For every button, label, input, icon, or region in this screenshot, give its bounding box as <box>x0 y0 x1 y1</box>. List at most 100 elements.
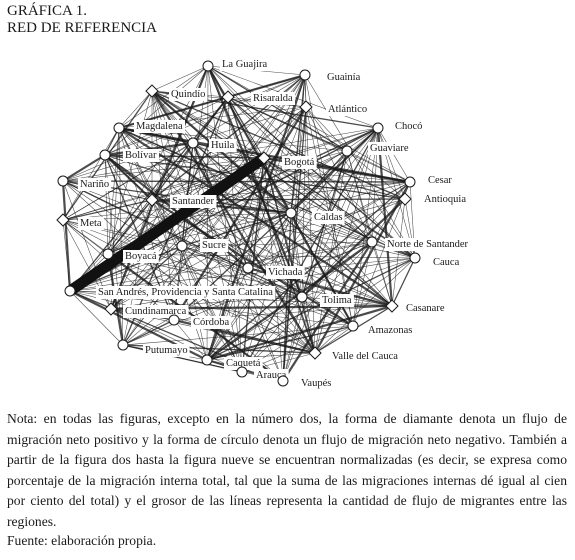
node-bogota: Bogotá <box>257 151 317 169</box>
circle-node-marker <box>242 262 254 274</box>
node-risaralda: Risaralda <box>221 90 295 105</box>
circle-node-marker <box>341 145 353 157</box>
circle-node-marker <box>176 240 188 252</box>
node-sucre: Sucre <box>176 239 229 252</box>
edge-quindio-magdalena <box>118 90 153 129</box>
edge-sucre-vichada <box>181 245 249 269</box>
edge-huila-cundinamarca <box>110 142 194 310</box>
diamond-node-marker <box>56 213 70 227</box>
figure-heading: GRÁFICA 1. RED DE REFERENCIA <box>7 3 157 37</box>
heavy-edge-bogota-san-andres <box>66 153 268 296</box>
node-label-background <box>220 58 270 71</box>
circle-node-marker <box>296 291 308 303</box>
node-label-background <box>170 195 217 208</box>
node-label: Santander <box>172 196 214 207</box>
edge-antioquia-vichada <box>247 198 406 269</box>
edge-sucre-tolima <box>181 245 303 298</box>
edge-atlantico-tolima <box>301 106 307 298</box>
node-label-background <box>191 316 232 329</box>
node-label: Cauca <box>433 257 460 268</box>
node-choco: Chocó <box>372 120 425 134</box>
edge-san-andres-putumayo <box>69 290 124 346</box>
node-quindio: Quindío <box>145 84 208 101</box>
node-label-background <box>266 266 305 279</box>
node-label: Quindío <box>171 89 205 100</box>
figure-note: Nota: en todas las figuras, excepto en l… <box>7 409 567 533</box>
edge-vichada-caqueta <box>206 267 249 361</box>
diamond-node-marker <box>299 100 313 114</box>
node-label-background <box>78 178 112 191</box>
node-label: Atlántico <box>328 104 367 115</box>
node-label-background <box>422 193 469 206</box>
edge-cauca-san-andres <box>69 257 416 292</box>
node-label-background <box>96 286 276 299</box>
node-label-background <box>431 256 462 269</box>
diamond-node-marker <box>385 299 399 313</box>
node-santander: Santander <box>145 193 217 208</box>
circle-node-marker <box>168 314 180 326</box>
node-label-background <box>143 344 190 357</box>
node-label-background <box>393 120 425 133</box>
edge-cordoba-putumayo <box>122 319 175 346</box>
edge-quindio-huila <box>151 90 194 144</box>
node-label: Nariño <box>80 179 109 190</box>
edge-cesar-tolima <box>301 181 411 298</box>
node-label-background <box>123 149 159 162</box>
node-label: Huila <box>211 140 235 151</box>
node-label-background <box>426 174 455 187</box>
node-label-background <box>404 302 447 315</box>
edge-cesar-caldas <box>290 181 411 214</box>
diamond-node-marker <box>398 192 412 206</box>
node-boyaca: Boyacá <box>102 248 159 263</box>
edge-bogota-cundinamarca <box>110 157 265 310</box>
circle-node-marker <box>201 354 213 366</box>
edge-bolivar-antioquia <box>104 154 406 200</box>
circle-node-marker <box>366 236 378 248</box>
circle-node-marker <box>113 122 125 134</box>
node-label: Casanare <box>406 303 445 314</box>
node-label-background <box>325 71 363 84</box>
diamond-node-marker <box>104 302 118 316</box>
circle-node-marker <box>117 339 129 351</box>
node-guaviare: Guaviare <box>341 142 411 157</box>
node-label-background <box>368 142 411 155</box>
node-norte-de-santander: Norte de Santander <box>366 236 471 251</box>
edge-norte-de-santander-san-andres <box>69 241 373 292</box>
node-label: Chocó <box>395 121 422 132</box>
node-cundinamarca: Cundinamarca <box>104 302 189 318</box>
edge-sucre-caqueta <box>181 245 208 361</box>
node-guainia: Guainía <box>299 69 363 84</box>
circle-node-marker <box>404 176 416 188</box>
node-label: Sucre <box>202 240 226 251</box>
circle-node-marker <box>372 122 384 134</box>
node-san-andres: San Andrés, Providencia y Santa Catalina <box>64 285 276 299</box>
edge-bolivar-amazonas <box>104 154 354 327</box>
node-label: Putumayo <box>145 345 188 356</box>
edge-cesar-meta <box>62 181 411 221</box>
edge-bolivar-boyaca <box>104 154 109 255</box>
node-label-background <box>330 350 401 363</box>
node-label: Caquetá <box>226 358 261 369</box>
edge-amazonas-caqueta <box>206 325 354 361</box>
node-label-background <box>385 238 471 251</box>
node-label-background <box>123 250 159 263</box>
node-atlantico: Atlántico <box>299 100 370 116</box>
circle-node-marker <box>347 320 359 332</box>
node-label: Norte de Santander <box>387 239 469 250</box>
circle-node-marker <box>202 60 214 72</box>
edge-atlantico-norte-de-santander <box>305 106 373 243</box>
node-label-background <box>224 357 263 370</box>
circle-node-marker <box>102 248 114 260</box>
edge-cauca-arauca <box>241 257 416 373</box>
edge-norte-de-santander-vichada <box>247 241 373 269</box>
diamond-node-marker <box>145 84 159 98</box>
circle-node-marker <box>277 375 289 387</box>
edge-atlantico-guaviare <box>305 106 348 152</box>
node-label-background <box>282 156 317 169</box>
edge-atlantico-vaupes <box>282 106 307 382</box>
node-label-background <box>200 239 229 252</box>
edge-risaralda-valle-del-cauca <box>227 96 316 354</box>
node-label: Vaupés <box>301 378 331 389</box>
